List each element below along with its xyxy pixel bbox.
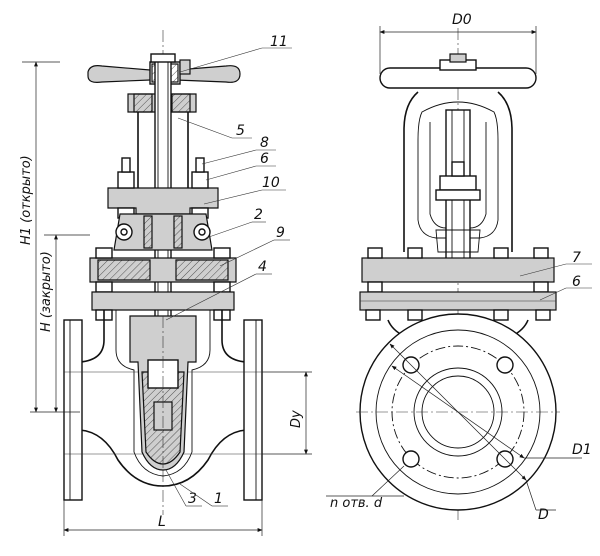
- dim-l: L: [63, 500, 263, 536]
- side-callout-6: 6: [572, 274, 581, 290]
- side-bonnet-flange: [359, 247, 557, 321]
- dim-h1-label: H1 (открыто): [19, 155, 34, 245]
- dim-h: H (закрыто): [30, 234, 90, 413]
- front-yoke: [137, 112, 189, 200]
- holes-label: n отв. d: [330, 496, 383, 511]
- dim-d0-label: D0: [452, 12, 472, 28]
- bolt-hole-tr: [496, 356, 514, 374]
- callout-2: 2: [254, 207, 263, 223]
- side-callout-7: 7: [572, 250, 581, 266]
- front-wedge: [129, 315, 197, 471]
- callout-8: 8: [260, 135, 269, 151]
- front-view: H1 (открыто) H (закрыто) Dy L 11: [19, 30, 312, 536]
- side-yoke: [403, 91, 513, 261]
- callout-11: 11: [270, 34, 288, 50]
- holes-leader: [371, 465, 405, 497]
- dim-l-label: L: [158, 514, 166, 530]
- front-bonnet-flange: [89, 247, 237, 321]
- dim-dy: Dy: [262, 371, 312, 455]
- callout-1: 1: [214, 491, 223, 507]
- front-gland: [107, 157, 219, 219]
- callout-6: 6: [260, 151, 269, 167]
- dim-h-label: H (закрыто): [39, 251, 54, 332]
- dim-d0: D0: [379, 12, 537, 74]
- dim-h1: H1 (открыто): [19, 61, 60, 413]
- dim-d-line: [389, 343, 527, 481]
- dim-d-label: D: [538, 507, 549, 523]
- side-view: D0 D1 D n отв. d 7 6: [326, 12, 592, 523]
- callout-4: 4: [258, 259, 267, 275]
- front-callouts: 11 5 8 6 10 2 9 4 3 1: [165, 34, 292, 507]
- callout-10: 10: [262, 175, 280, 191]
- bolt-hole-bl: [402, 450, 420, 468]
- side-handwheel: [379, 53, 537, 89]
- callout-9: 9: [276, 225, 285, 241]
- front-body: [63, 310, 263, 501]
- dim-dy-label: Dy: [289, 410, 304, 428]
- callout-3: 3: [188, 491, 197, 507]
- callout-5: 5: [236, 123, 245, 139]
- dim-d1-label: D1: [572, 442, 592, 458]
- front-stuffing-box: [113, 213, 213, 251]
